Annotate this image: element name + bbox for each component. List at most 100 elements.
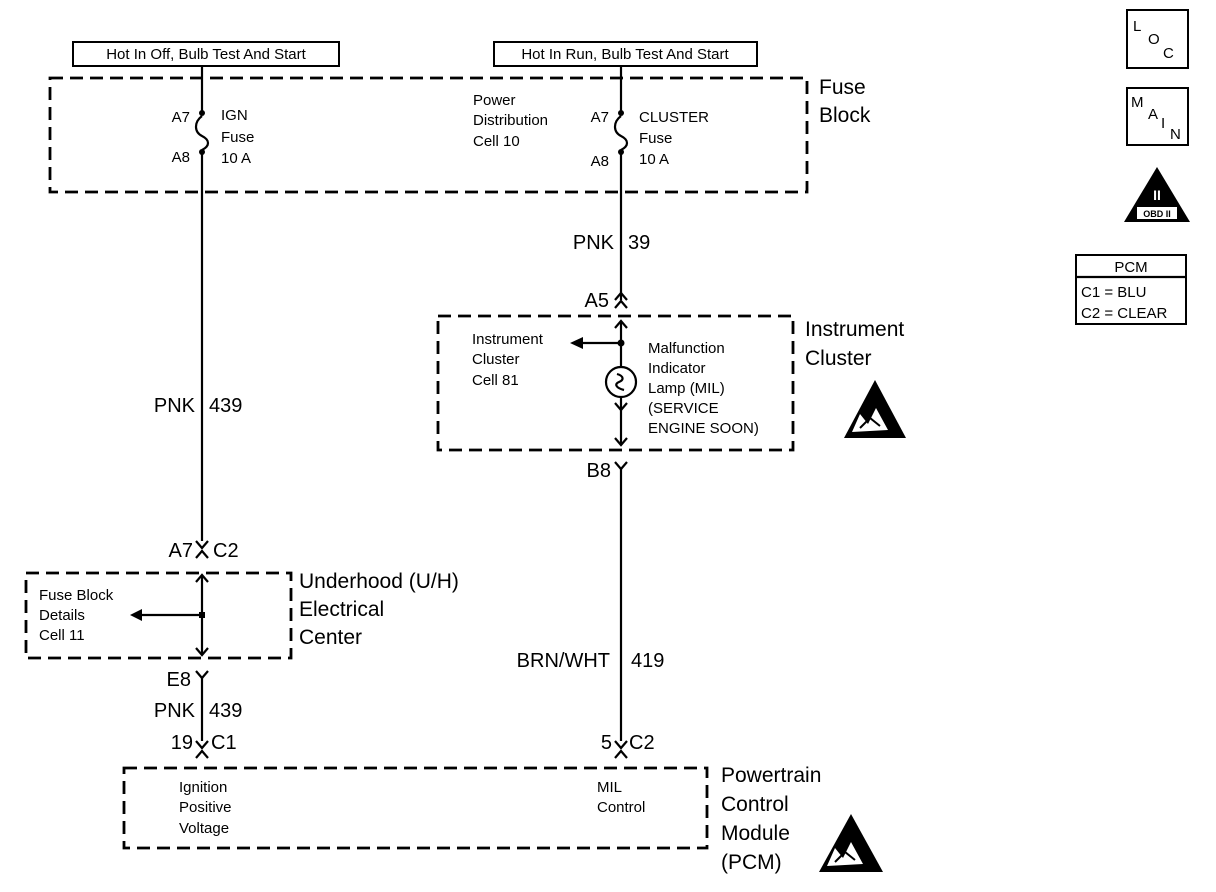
brn-wht-419-color: BRN/WHT: [517, 650, 610, 672]
power-dist-ref-3: Cell 10: [473, 133, 520, 150]
pnk-439-lower-circuit: 439: [209, 700, 242, 722]
pcm-title-1: Powertrain: [721, 764, 821, 787]
obd-ii-icon[interactable]: II OBD II: [1124, 167, 1190, 222]
pcm-left-label-2: Positive: [179, 799, 232, 816]
pcm-title-2: Control: [721, 793, 789, 816]
loc-icon[interactable]: L O C: [1126, 9, 1189, 69]
loc-icon-l: L: [1133, 18, 1141, 35]
cluster-fuse-name: CLUSTER: [639, 109, 709, 126]
uh-pin-out: E8: [167, 669, 191, 691]
pcm-connector-c2: [614, 740, 628, 759]
cluster-fuse-symbol: [613, 115, 629, 151]
ign-fuse-terminal-bottom: [199, 149, 205, 155]
uh-center-outline: [24, 571, 293, 660]
pcm-left-pin: 19: [171, 732, 193, 754]
cluster-reference-arrowhead: [570, 337, 583, 349]
cluster-ref-3: Cell 81: [472, 372, 519, 389]
uh-pin-in: A7: [169, 540, 193, 562]
ign-fuse-type: Fuse: [221, 129, 254, 146]
obd-numeral: II: [1153, 187, 1161, 203]
pcm-table-header: PCM: [1114, 259, 1147, 276]
fuse-block-title-1: Fuse: [819, 76, 866, 99]
right-source-label: Hot In Run, Bulb Test And Start: [521, 46, 729, 63]
ign-fuse-rating: 10 A: [221, 150, 251, 167]
uh-ref-1: Fuse Block: [39, 587, 114, 604]
cluster-fuse-terminal-top: [618, 110, 624, 116]
ign-fuse-pin-in: A7: [172, 109, 190, 126]
loc-icon-o: O: [1148, 31, 1160, 48]
cluster-connector-a5: [614, 291, 628, 309]
pnk-39-circuit: 39: [628, 232, 650, 254]
mil-label-1: Malfunction: [648, 340, 725, 357]
power-dist-ref-2: Distribution: [473, 112, 548, 129]
uh-splice: [199, 612, 205, 618]
ign-fuse-pin-out: A8: [172, 149, 190, 166]
pcm-connector-table: PCM C1 = BLU C2 = CLEAR: [1075, 254, 1187, 325]
uh-title-3: Center: [299, 626, 362, 649]
cluster-fuse-pin-in: A7: [591, 109, 609, 126]
cluster-fuse-terminal-bottom: [618, 149, 624, 155]
ign-fuse-symbol: [194, 115, 210, 151]
uh-connector-a7-c2: [195, 540, 209, 559]
mil-label-5: ENGINE SOON): [648, 420, 759, 437]
pcm-title-4: (PCM): [721, 851, 782, 874]
uh-connector-in: C2: [213, 540, 239, 562]
uh-ref-2: Details: [39, 607, 85, 624]
cluster-fuse-type: Fuse: [639, 130, 672, 147]
pcm-right-label-1: MIL: [597, 779, 622, 796]
main-icon[interactable]: M A I N: [1126, 87, 1189, 146]
cluster-title-2: Cluster: [805, 347, 872, 370]
main-icon-a: A: [1148, 106, 1158, 123]
cluster-title-1: Instrument: [805, 318, 904, 341]
esd-warning-icon-cluster: [844, 380, 906, 438]
main-icon-m: M: [1131, 94, 1144, 111]
cluster-pin-in: A5: [585, 290, 609, 312]
uh-title-2: Electrical: [299, 598, 384, 621]
esd-warning-icon-pcm: [819, 814, 883, 872]
left-source-label: Hot In Off, Bulb Test And Start: [106, 46, 306, 63]
pcm-title-3: Module: [721, 822, 790, 845]
mil-label-4: (SERVICE: [648, 400, 719, 417]
uh-reference-arrowhead: [130, 609, 142, 621]
mil-label-2: Indicator: [648, 360, 706, 377]
mil-label-3: Lamp (MIL): [648, 380, 725, 397]
pcm-table-row1: C1 = BLU: [1081, 284, 1146, 301]
uh-arrow-down: [195, 647, 209, 657]
pnk-439-upper-circuit: 439: [209, 395, 242, 417]
fuse-block-title-2: Block: [819, 104, 871, 127]
mil-lamp-filament: [615, 372, 625, 392]
cluster-fuse-rating: 10 A: [639, 151, 669, 168]
instrument-cluster-outline: [436, 314, 795, 452]
cluster-fuse-pin-out: A8: [591, 153, 609, 170]
ign-fuse-terminal-top: [199, 110, 205, 116]
cluster-arrow-mid: [614, 402, 628, 412]
main-icon-i: I: [1161, 115, 1165, 132]
uh-title-1: Underhood (U/H): [299, 570, 459, 593]
loc-icon-c: C: [1163, 45, 1174, 62]
power-dist-ref-1: Power: [473, 92, 516, 109]
cluster-ref-2: Cluster: [472, 351, 520, 368]
pnk-439-lower-color: PNK: [154, 700, 196, 722]
left-source-box: [72, 41, 340, 67]
pcm-connector-c1: [195, 740, 209, 759]
pcm-left-connector: C1: [211, 732, 237, 754]
pcm-left-label-1: Ignition: [179, 779, 227, 796]
pcm-right-pin: 5: [601, 732, 612, 754]
pcm-right-label-2: Control: [597, 799, 645, 816]
main-icon-n: N: [1170, 126, 1181, 143]
ign-fuse-name: IGN: [221, 107, 248, 124]
pnk-439-upper-color: PNK: [154, 395, 196, 417]
uh-connector-e8: [195, 670, 209, 680]
cluster-pin-out: B8: [587, 460, 611, 482]
pnk-39-color: PNK: [573, 232, 615, 254]
brn-wht-419-circuit: 419: [631, 650, 664, 672]
pcm-table-row2: C2 = CLEAR: [1081, 305, 1167, 322]
fuse-block-outline: [48, 76, 809, 194]
pcm-left-label-3: Voltage: [179, 820, 229, 837]
cluster-connector-b8: [614, 461, 628, 471]
cluster-arrow-down: [614, 437, 628, 447]
obd-text: OBD II: [1143, 209, 1171, 219]
pcm-right-connector: C2: [629, 732, 655, 754]
uh-ref-3: Cell 11: [39, 627, 85, 644]
